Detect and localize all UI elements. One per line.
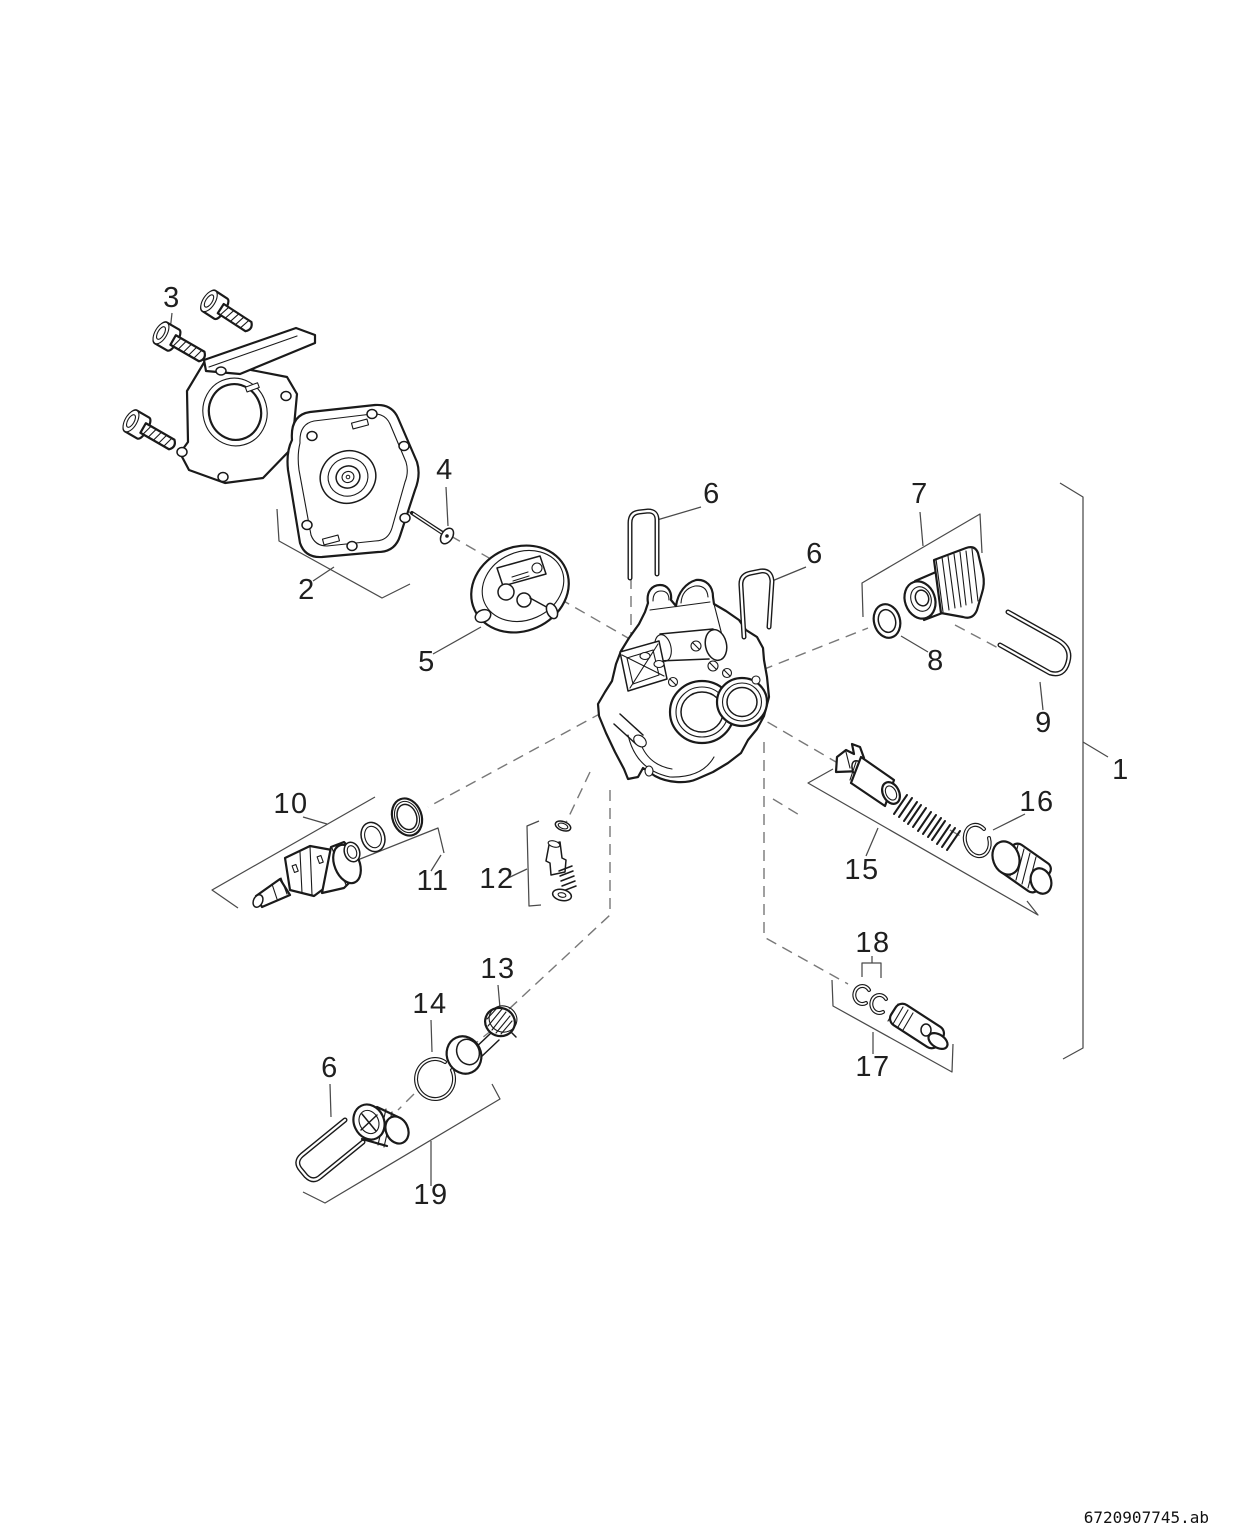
part-18-c-clips [852, 984, 888, 1015]
leader-15 [865, 827, 879, 857]
callout-6b: 6 [806, 538, 824, 570]
leader-13 [497, 984, 501, 1009]
callout-13: 13 [480, 953, 515, 985]
callout-8: 8 [927, 645, 945, 677]
bracket-part-11 [354, 827, 445, 862]
callout-11: 11 [416, 865, 449, 897]
callout-6c: 6 [321, 1052, 339, 1084]
callout-9: 9 [1035, 707, 1053, 739]
axis-ring14-to-plug19 [397, 1093, 415, 1111]
bracket-part-17 [831, 979, 954, 1073]
bracket-part-12 [526, 820, 542, 907]
part-17-valve-spool [887, 1002, 949, 1051]
part-mounting-bracket-plate [176, 326, 317, 485]
callout-18: 18 [855, 927, 890, 959]
leader-16 [992, 813, 1026, 831]
callout-17: 17 [855, 1051, 890, 1083]
callout-5: 5 [418, 646, 436, 678]
leader-9 [1039, 681, 1044, 711]
bracket-part-1 [1059, 482, 1084, 1060]
callout-4: 4 [436, 454, 454, 486]
axis-clip6-right-to-part17 [763, 742, 849, 985]
callout-10: 10 [273, 788, 308, 820]
part-6-u-clip-bottom [295, 1117, 366, 1183]
leader-2 [312, 566, 335, 582]
part-5-plate-assembly [470, 544, 570, 634]
callout-1: 1 [1112, 754, 1130, 786]
leader-6b [771, 566, 807, 582]
group-brackets [211, 482, 1084, 1204]
callout-15: 15 [844, 854, 879, 886]
leader-6c [329, 1083, 332, 1118]
part-11-seal-rings [343, 797, 424, 863]
axis-body-lower-right [772, 798, 802, 817]
callout-2: 2 [298, 574, 316, 606]
part-6-u-clip-left [627, 508, 660, 581]
callout-7: 7 [911, 478, 929, 510]
leader-14 [430, 1019, 433, 1053]
leader-12 [507, 868, 528, 879]
callout-labels: 1 2 3 4 5 6 6 6 7 8 9 10 11 12 13 14 15 … [163, 282, 1130, 1211]
part-threaded-plug [991, 840, 1053, 895]
callout-12: 12 [479, 863, 514, 895]
leader-1 [1082, 741, 1109, 758]
axis-fitting7-to-clip9 [954, 624, 1003, 651]
callout-6a: 6 [703, 478, 721, 510]
part-15-spindle-and-spring [834, 742, 961, 851]
leader-4 [445, 486, 449, 527]
part-main-valve-body [596, 578, 771, 784]
part-2-cover-plate [286, 403, 420, 559]
part-8-o-ring [872, 603, 902, 639]
callout-19: 19 [413, 1179, 448, 1211]
axis-body-to-filter13 [507, 790, 611, 1011]
part-9-u-clip [997, 609, 1072, 677]
bracket-part-15 [807, 768, 1039, 916]
leader-10 [302, 816, 328, 825]
leader-7 [919, 511, 924, 547]
part-19-plug [352, 1103, 410, 1148]
bracket-part-7 [861, 513, 983, 618]
leader-11 [430, 854, 442, 872]
part-10-cartridge [252, 840, 362, 909]
bracket-part-18 [861, 962, 882, 978]
part-6-u-clip-right [738, 568, 775, 640]
callout-16: 16 [1019, 786, 1054, 818]
bracket-part-10 [211, 796, 376, 909]
part-12-pilot-valve-set [545, 820, 577, 902]
leader-6a [656, 506, 702, 521]
part-7-threaded-fitting [903, 546, 985, 622]
axis-body-to-spindle15 [751, 712, 837, 763]
part-13-filter [445, 1005, 518, 1075]
part-16-o-ring [962, 822, 992, 859]
bracket-part-19 [302, 1083, 501, 1204]
axis-body-to-part12 [562, 771, 591, 830]
leader-5 [432, 626, 482, 655]
callout-14: 14 [412, 988, 447, 1020]
axis-body-to-cartridge10 [427, 703, 619, 808]
part-14-retaining-ring [414, 1057, 456, 1102]
callout-3: 3 [163, 282, 181, 314]
spring-coil [893, 794, 961, 851]
axis-body-to-fitting7 [761, 627, 869, 671]
leader-lines [169, 312, 1109, 1186]
part-4-pin [410, 511, 455, 545]
leader-8 [900, 635, 929, 653]
document-code: 6720907745.ab [1084, 1508, 1209, 1527]
